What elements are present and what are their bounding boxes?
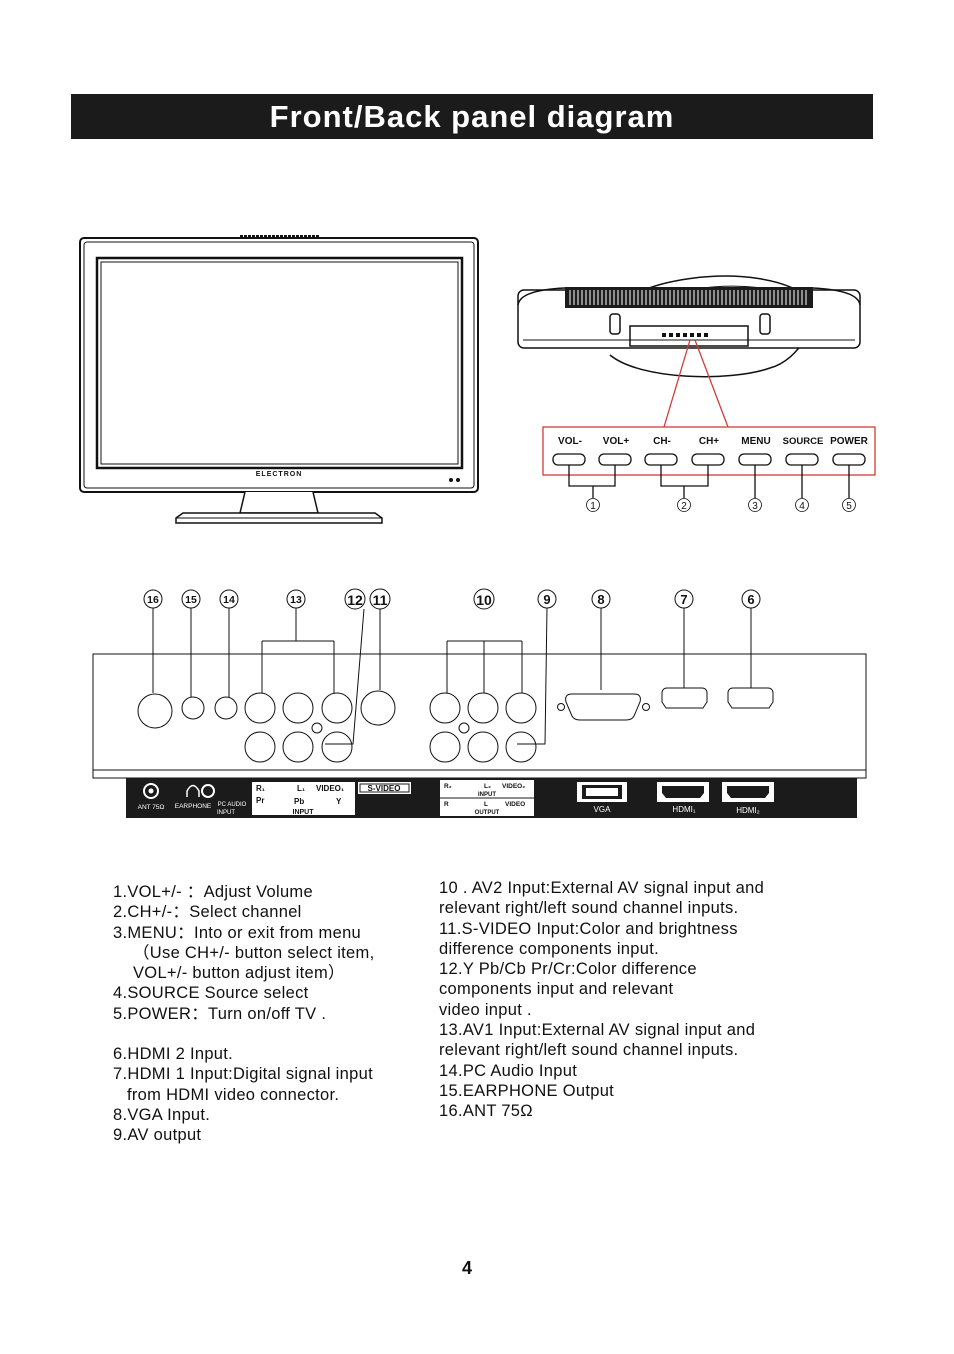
video-out-label: VIDEO <box>505 801 525 808</box>
tv-brand-logo: ELECTRON <box>256 471 303 478</box>
button-label-source: SOURCE <box>783 436 824 447</box>
button-zoom-leader <box>542 339 876 476</box>
callout-12: 12 <box>347 592 363 608</box>
vga-label: VGA <box>594 805 612 814</box>
ch-plus-key <box>691 453 725 466</box>
callout-11: 11 <box>373 592 388 608</box>
pb-label: Pb <box>294 797 304 806</box>
desc-line: 7.HDMI 1 Input:Digital signal input <box>113 1065 373 1084</box>
earphone-label: EARPHONE <box>175 803 212 810</box>
input2-label: INPUT <box>478 792 496 798</box>
output-label: OUTPUT <box>475 810 500 816</box>
input1-label: INPUT <box>293 809 315 816</box>
button-label-menu: MENU <box>741 436 770 447</box>
desc-line: difference components input. <box>439 939 659 958</box>
source-key <box>785 453 819 466</box>
desc-line: relevant right/left sound channel inputs… <box>439 899 739 918</box>
tv-top-view <box>517 275 861 378</box>
vol-minus-key <box>552 453 586 466</box>
desc-line: 10 . AV2 Input:External AV signal input … <box>439 879 765 897</box>
menu-key <box>738 453 772 466</box>
desc-line: 9.AV output <box>113 1126 202 1145</box>
svideo-label: S-VIDEO <box>368 784 401 793</box>
l2-label: L₂ <box>484 783 491 790</box>
video2-label: VIDEO₂ <box>502 783 525 790</box>
desc-line: from HDMI video connector. <box>127 1085 340 1104</box>
desc-line: 2.CH+/-：Select channel <box>113 903 302 922</box>
descriptions-right: 10 . AV2 Input:External AV signal input … <box>439 878 764 1122</box>
callout-14: 14 <box>223 594 235 606</box>
desc-line: 6.HDMI 2 Input. <box>113 1045 234 1064</box>
desc-line: （Use CH+/- button select item, <box>133 943 375 962</box>
desc-line: 11.S-VIDEO Input:Color and brightness <box>439 919 738 938</box>
callout-13: 13 <box>290 594 302 606</box>
y-label: Y <box>336 797 342 806</box>
callout-9: 9 <box>543 592 550 607</box>
button-panel: VOL- VOL+ CH- CH+ MENU SOURCE POWER <box>558 436 869 447</box>
desc-line: 5.POWER：Turn on/off TV . <box>113 1004 327 1023</box>
callout-3: 3 <box>752 501 758 512</box>
desc-line: components input and relevant <box>439 980 674 999</box>
desc-line: 12.Y Pb/Cb Pr/Cr:Color difference <box>439 960 697 979</box>
ch-minus-key <box>644 453 678 466</box>
callout-1: 1 <box>590 501 596 512</box>
av1-labels: R₁ Pr L₁ Pb VIDEO₁ Y INPUT S-VIDEO <box>256 784 400 816</box>
descriptions-left: 1.VOL+/- ：Adjust Volume 2.CH+/-：Select c… <box>113 882 374 1146</box>
callout-2: 2 <box>681 501 687 512</box>
pc-audio-label: PC AUDIO <box>218 802 247 808</box>
desc-line: relevant right/left sound channel inputs… <box>439 1041 739 1060</box>
ant-label: ANT 75Ω <box>138 804 165 811</box>
desc-line: 13.AV1 Input:External AV signal input an… <box>439 1021 756 1040</box>
vol-plus-key <box>598 453 632 466</box>
hdmi2-label: HDMI₂ <box>736 806 760 815</box>
l-out-label: L <box>484 801 488 808</box>
pr-label: Pr <box>256 796 264 805</box>
callout-16: 16 <box>147 594 159 606</box>
desc-line: video input . <box>439 1000 532 1019</box>
power-key <box>832 453 866 466</box>
callout-6: 6 <box>747 592 754 607</box>
callout-4: 4 <box>799 501 805 512</box>
label-strip-icons <box>143 780 774 816</box>
desc-line: 1.VOL+/- ：Adjust Volume <box>113 883 313 901</box>
desc-line: 16.ANT 75Ω <box>439 1102 533 1121</box>
pc-audio-input-label: INPUT <box>217 810 235 816</box>
desc-line: 15.EARPHONE Output <box>439 1081 615 1100</box>
l1-label: L₁ <box>297 784 306 793</box>
button-label-ch-plus: CH+ <box>699 436 719 447</box>
av2-labels: R₂ L₂ VIDEO₂ INPUT R L VIDEO OUTPUT <box>444 783 525 816</box>
button-label-vol-plus: VOL+ <box>603 436 630 447</box>
callout-15: 15 <box>185 594 197 606</box>
page-number: 4 <box>462 1258 473 1278</box>
page-title: Front/Back panel diagram <box>71 94 873 139</box>
r1-label: R₁ <box>256 784 266 793</box>
video1-label: VIDEO₁ <box>316 784 345 793</box>
tv-front-view <box>79 235 479 524</box>
r2-label: R₂ <box>444 783 452 790</box>
callout-8: 8 <box>597 592 604 607</box>
desc-line: 4.SOURCE Source select <box>113 984 309 1003</box>
callout-10: 10 <box>476 592 492 608</box>
callout-7: 7 <box>680 592 687 607</box>
back-panel <box>92 607 867 779</box>
r-out-label: R <box>444 801 449 808</box>
button-label-vol-minus: VOL- <box>558 436 582 447</box>
desc-line: 14.PC Audio Input <box>439 1061 578 1080</box>
desc-line: 8.VGA Input. <box>113 1105 211 1124</box>
hdmi1-label: HDMI₁ <box>672 805 695 814</box>
callout-5: 5 <box>846 501 852 512</box>
desc-line: 3.MENU：Into or exit from menu <box>113 923 362 942</box>
desc-line: VOL+/- button adjust item） <box>133 964 345 983</box>
label-strip-text: ANT 75Ω EARPHONE PC AUDIO INPUT <box>138 802 247 816</box>
button-label-power: POWER <box>830 436 869 447</box>
button-label-ch-minus: CH- <box>653 436 671 447</box>
